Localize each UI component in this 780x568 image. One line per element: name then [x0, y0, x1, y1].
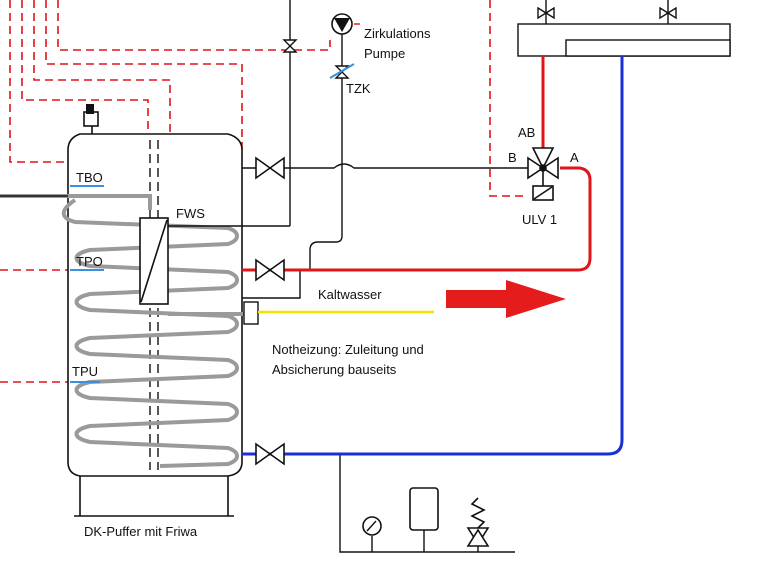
sensors — [70, 185, 104, 383]
top-manifold — [517, 0, 731, 57]
black-pipes — [242, 0, 528, 553]
label-a: A — [570, 150, 579, 165]
buffer-tank — [67, 133, 243, 517]
label-pump: Zirkulations — [364, 26, 431, 41]
shutoff-valve-middle — [255, 258, 285, 282]
label-fws: FWS — [176, 206, 205, 221]
heat-exchanger-coil — [61, 198, 239, 468]
label-tbo: TBO — [76, 170, 103, 185]
circulation-pump-icon — [331, 13, 360, 40]
three-way-valve-icon — [527, 147, 559, 201]
label-tzk: TZK — [346, 81, 371, 96]
pressure-gauge-icon — [362, 516, 382, 536]
hot-water-line — [242, 56, 592, 272]
emergency-heater — [168, 301, 434, 325]
fresh-water-station — [139, 217, 290, 305]
control-lines-dashed — [0, 0, 528, 383]
shutoff-valve-upper — [255, 156, 285, 180]
label-pump-line2: Pumpe — [364, 46, 405, 61]
sensor-tzk — [329, 63, 355, 79]
safety-valve-icon — [466, 497, 490, 547]
label-ulv: ULV 1 — [522, 212, 557, 227]
label-tpo: TPO — [76, 254, 103, 269]
label-notheizung-2: Absicherung bauseits — [272, 362, 397, 377]
label-b: B — [508, 150, 517, 165]
label-notheizung-1: Notheizung: Zuleitung und — [272, 342, 424, 357]
cold-water-line — [242, 56, 624, 456]
air-vent-icon — [83, 104, 99, 134]
label-kaltwasser: Kaltwasser — [318, 287, 382, 302]
label-ab: AB — [518, 125, 535, 140]
label-tpu: TPU — [72, 364, 98, 379]
expansion-vessel-icon — [409, 487, 439, 531]
shutoff-valve-lower — [255, 442, 285, 466]
shutoff-valve-fws-line — [282, 39, 298, 53]
flow-arrow-icon — [446, 280, 566, 318]
label-tank-caption: DK-Puffer mit Friwa — [84, 524, 198, 539]
